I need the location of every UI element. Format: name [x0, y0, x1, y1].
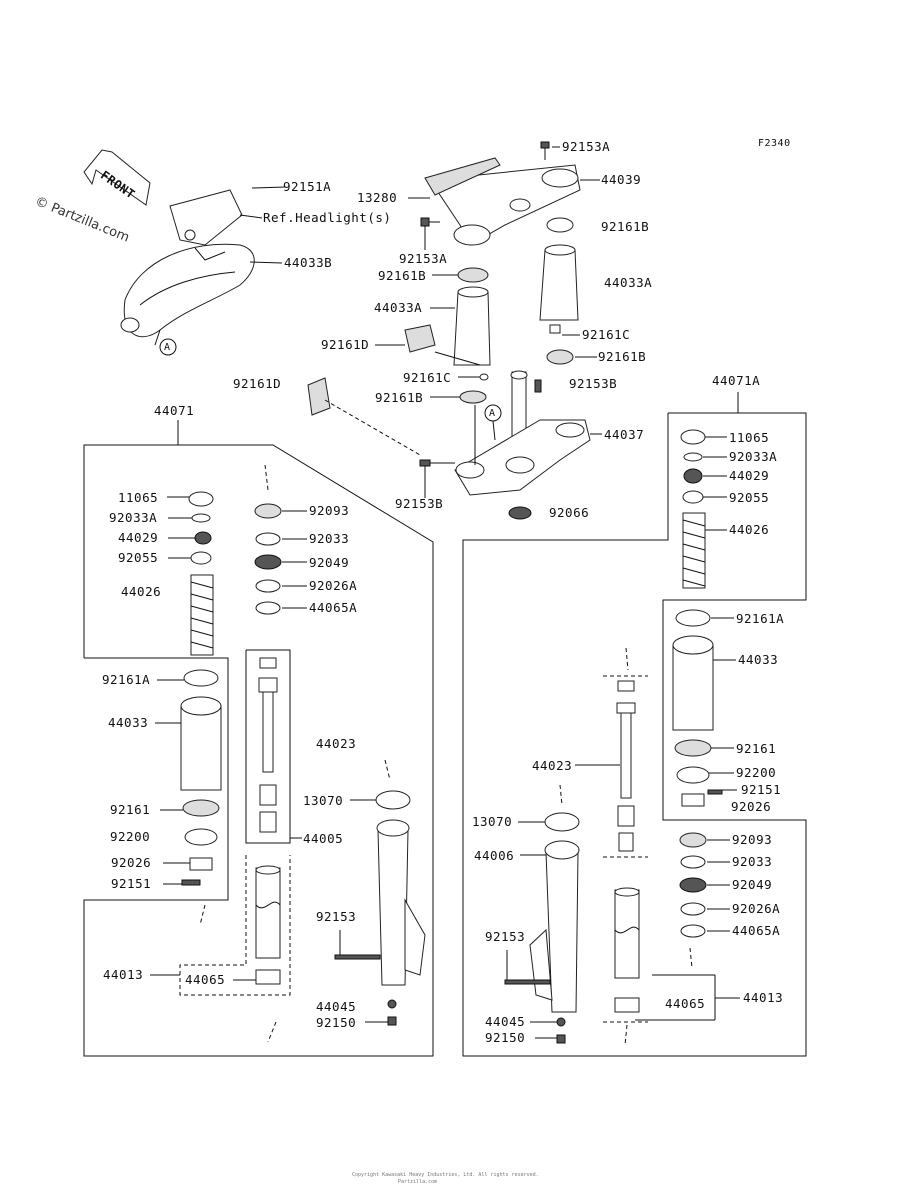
- right-label-92153[interactable]: 92153: [485, 929, 526, 944]
- right-label-92055[interactable]: 92055: [729, 490, 770, 505]
- right-label-92151[interactable]: 92151: [741, 782, 782, 797]
- part-label-92151A[interactable]: 92151A: [283, 179, 332, 194]
- left-label-92161A[interactable]: 92161A: [102, 672, 151, 687]
- right-spring-44026: [682, 512, 706, 589]
- part-label-92153B-l[interactable]: 92153B: [395, 496, 444, 511]
- right-fork-frame: [462, 392, 807, 1057]
- left-spring-44026: [190, 574, 214, 656]
- right-label-44065[interactable]: 44065: [665, 996, 706, 1011]
- callout-a-left: A: [164, 342, 171, 353]
- part-label-92161D-2[interactable]: 92161D: [233, 376, 282, 391]
- part-label-92161B-3[interactable]: 92161B: [598, 349, 647, 364]
- left-label-92033A[interactable]: 92033A: [109, 510, 158, 525]
- part-label-92153B-r[interactable]: 92153B: [569, 376, 618, 391]
- headlight-bracket-44033B: [120, 189, 255, 338]
- right-outer-tube: [529, 840, 580, 1013]
- left-label-44029[interactable]: 44029: [118, 530, 159, 545]
- part-label-92153A-top[interactable]: 92153A: [562, 139, 611, 154]
- part-label-92161D-1[interactable]: 92161D: [321, 337, 370, 352]
- part-label-92153A-mid[interactable]: 92153A: [399, 251, 448, 266]
- left-label-92026A[interactable]: 92026A: [309, 578, 358, 593]
- left-label-92049[interactable]: 92049: [309, 555, 350, 570]
- right-label-44013[interactable]: 44013: [743, 990, 784, 1005]
- right-label-44065A[interactable]: 44065A: [732, 923, 781, 938]
- callout-a-right: A: [489, 408, 496, 419]
- part-label-44033A-l[interactable]: 44033A: [374, 300, 423, 315]
- right-label-92161[interactable]: 92161: [736, 741, 777, 756]
- right-label-92150[interactable]: 92150: [485, 1030, 526, 1045]
- right-label-92033A[interactable]: 92033A: [729, 449, 778, 464]
- left-label-92055[interactable]: 92055: [118, 550, 159, 565]
- part-label-92161B-1[interactable]: 92161B: [601, 219, 650, 234]
- left-outer-tube: [376, 819, 426, 986]
- left-label-44065A[interactable]: 44065A: [309, 600, 358, 615]
- footer-copyright: Copyright Kawasaki Heavy Industries, Ltd…: [352, 1172, 539, 1178]
- left-label-92026[interactable]: 92026: [111, 855, 152, 870]
- left-label-92093[interactable]: 92093: [309, 503, 350, 518]
- part-label-13280[interactable]: 13280: [357, 190, 398, 205]
- left-label-92033[interactable]: 92033: [309, 531, 350, 546]
- part-label-92161C-l[interactable]: 92161C: [403, 370, 452, 385]
- part-label-44033B[interactable]: 44033B: [284, 255, 333, 270]
- right-label-44023[interactable]: 44023: [532, 758, 573, 773]
- right-label-44045[interactable]: 44045: [485, 1014, 526, 1029]
- right-label-92026A[interactable]: 92026A: [732, 901, 781, 916]
- right-label-92026[interactable]: 92026: [731, 799, 772, 814]
- left-label-44023[interactable]: 44023: [316, 736, 357, 751]
- part-label-92161B-2[interactable]: 92161B: [378, 268, 427, 283]
- part-label-44039[interactable]: 44039: [601, 172, 642, 187]
- left-label-11065[interactable]: 11065: [118, 490, 159, 505]
- left-label-44045[interactable]: 44045: [316, 999, 357, 1014]
- front-arrow-icon: [83, 149, 151, 206]
- left-label-92150[interactable]: 92150: [316, 1015, 357, 1030]
- part-label-44037[interactable]: 44037: [604, 427, 645, 442]
- right-label-44006[interactable]: 44006: [474, 848, 515, 863]
- upper-bracket-44039: [424, 157, 581, 246]
- left-label-44033[interactable]: 44033: [108, 715, 149, 730]
- left-label-44005[interactable]: 44005: [303, 831, 344, 846]
- right-label-11065[interactable]: 11065: [729, 430, 770, 445]
- left-label-92151[interactable]: 92151: [111, 876, 152, 891]
- right-label-44029[interactable]: 44029: [729, 468, 770, 483]
- right-label-44026[interactable]: 44026: [729, 522, 770, 537]
- part-label-44033A-r[interactable]: 44033A: [604, 275, 653, 290]
- right-label-44033[interactable]: 44033: [738, 652, 779, 667]
- right-label-13070[interactable]: 13070: [472, 814, 513, 829]
- left-label-44065[interactable]: 44065: [185, 972, 226, 987]
- ref-headlight-label[interactable]: Ref.Headlight(s): [263, 210, 392, 225]
- left-label-44026[interactable]: 44026: [121, 584, 162, 599]
- right-label-92161A[interactable]: 92161A: [736, 611, 785, 626]
- left-fork-frame: [83, 420, 434, 1057]
- right-label-92200[interactable]: 92200: [736, 765, 777, 780]
- part-label-44071A[interactable]: 44071A: [712, 373, 761, 388]
- left-label-44013[interactable]: 44013: [103, 967, 144, 982]
- right-label-92033[interactable]: 92033: [732, 854, 773, 869]
- right-label-92049[interactable]: 92049: [732, 877, 773, 892]
- lower-bracket-44037: [454, 370, 591, 496]
- part-label-92161B-4[interactable]: 92161B: [375, 390, 424, 405]
- right-label-92093[interactable]: 92093: [732, 832, 773, 847]
- footer-site: Partzilla.com: [398, 1179, 438, 1185]
- left-label-92200[interactable]: 92200: [110, 829, 151, 844]
- left-label-92161[interactable]: 92161: [110, 802, 151, 817]
- left-label-13070[interactable]: 13070: [303, 793, 344, 808]
- diagram-code: F2340: [758, 138, 791, 149]
- left-label-92153[interactable]: 92153: [316, 909, 357, 924]
- part-label-92066[interactable]: 92066: [549, 505, 590, 520]
- part-label-44071[interactable]: 44071: [154, 403, 195, 418]
- part-label-92161C-r[interactable]: 92161C: [582, 327, 631, 342]
